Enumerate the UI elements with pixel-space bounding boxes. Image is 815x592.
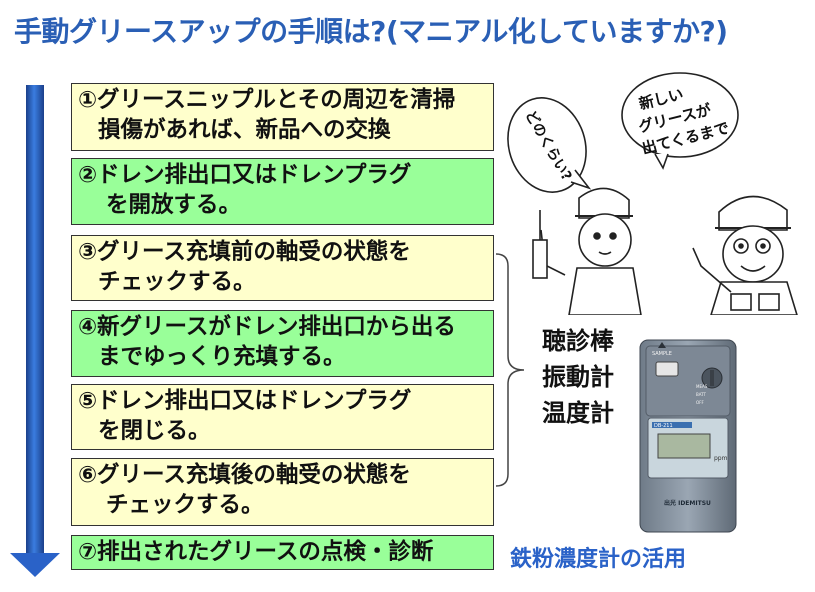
iron-powder-meter-device: SAMPLE MEAS BATT OFF DB-211 ppm 出光 IDEMI… — [639, 339, 737, 533]
step-6: ⑥グリース充填後の軸受の状態を チェックする。 — [71, 458, 494, 526]
flow-arrow-head — [10, 553, 60, 577]
step-2-line1: ②ドレン排出口又はドレンプラグ — [78, 162, 412, 188]
step-5-line2: を閉じる。 — [98, 418, 211, 444]
tool-stethoscope: 聴診棒 — [542, 327, 614, 355]
step-2-line2: を開放する。 — [106, 192, 242, 218]
step-4: ④新グリースがドレン排出口から出る までゆっくり充填する。 — [71, 310, 494, 377]
step-3-line2: チェックする。 — [98, 269, 256, 295]
step-3-line1: ③グリース充填前の軸受の状態を — [78, 239, 411, 265]
meter-unit-label: ppm — [714, 455, 728, 462]
step-7-line1: ⑦排出されたグリースの点検・診断 — [78, 539, 434, 565]
step-4-line2: までゆっくり充填する。 — [98, 344, 346, 370]
meter-knob-label-off: OFF — [696, 400, 704, 405]
meter-knob-label-batt: BATT — [696, 392, 707, 397]
meter-knob-label-meas: MEAS — [696, 384, 708, 389]
brace-bracket — [495, 253, 525, 487]
meter-model-label: DB-211 — [654, 423, 673, 429]
workers-cartoon: どのくらい? 新しい グリースが 出てくるまで — [507, 72, 798, 315]
meter-brand-label: 出光 IDEMITSU — [664, 499, 711, 507]
step-6-line2: チェックする。 — [106, 492, 264, 518]
step-6-line1: ⑥グリース充填後の軸受の状態を — [78, 462, 411, 488]
step-5: ⑤ドレン排出口又はドレンプラグ を閉じる。 — [71, 384, 494, 450]
flow-arrow-shaft — [26, 85, 44, 555]
step-2: ②ドレン排出口又はドレンプラグ を開放する。 — [71, 158, 494, 225]
step-4-line1: ④新グリースがドレン排出口から出る — [78, 314, 456, 340]
step-7: ⑦排出されたグリースの点検・診断 — [71, 535, 494, 570]
meter-sample-label: SAMPLE — [652, 351, 672, 357]
step-5-line1: ⑤ドレン排出口又はドレンプラグ — [78, 388, 412, 414]
tool-thermometer: 温度計 — [542, 399, 614, 427]
step-3: ③グリース充填前の軸受の状態を チェックする。 — [71, 235, 494, 301]
tool-vibrometer: 振動計 — [542, 363, 614, 391]
iron-powder-meter-note: 鉄粉濃度計の活用 — [510, 547, 687, 572]
step-1: ①グリースニップルとその周辺を清掃 損傷があれば、新品への交換 — [71, 83, 494, 151]
tool-list: 聴診棒 振動計 温度計 — [542, 323, 614, 431]
step-1-line1: ①グリースニップルとその周辺を清掃 — [78, 87, 456, 113]
step-1-line2: 損傷があれば、新品への交換 — [98, 117, 391, 143]
page-title: 手動グリースアップの手順は?(マニアル化していますか?) — [14, 15, 728, 48]
